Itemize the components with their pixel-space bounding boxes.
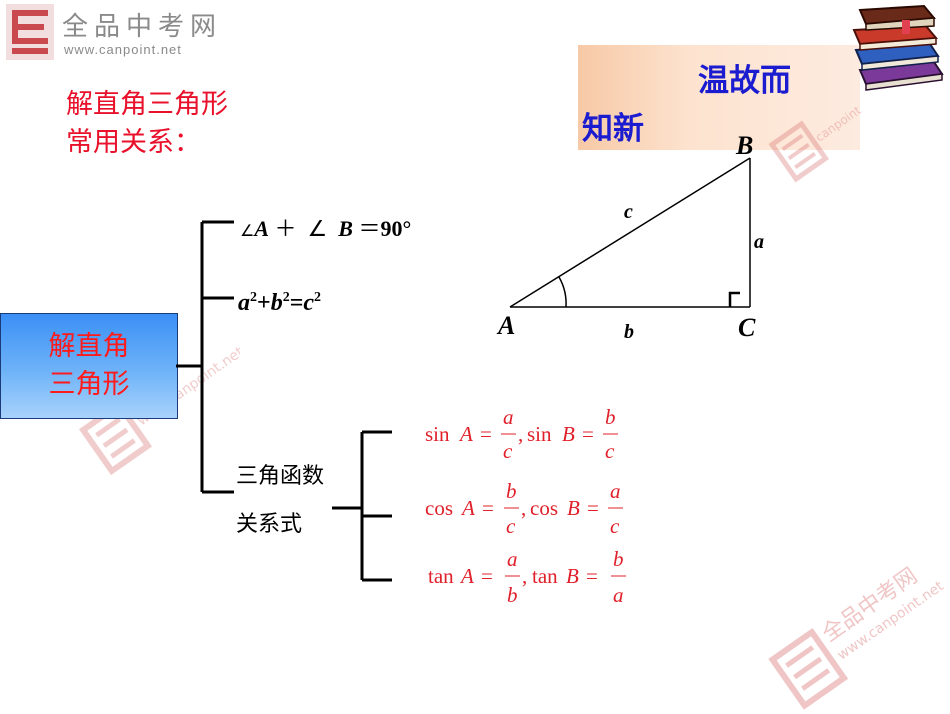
review-banner: 温故而 知新	[578, 45, 860, 150]
watermark: canpoint	[760, 100, 870, 190]
exponent: 2	[314, 290, 322, 305]
exponent: 2	[250, 290, 257, 305]
watermark: 全品中考网 www.canpoint.net	[740, 520, 950, 710]
watermark-seal-icon: 全品中考网 www.canpoint.net	[768, 564, 947, 710]
sin-a-num: a	[503, 405, 514, 429]
angle-sum-formula: ∠A ＋ ∠ B ＝90°	[240, 211, 411, 243]
title-line-2: 常用关系：	[66, 127, 201, 158]
sin-angle-b: B	[562, 422, 575, 446]
equals-sign: =	[482, 496, 494, 520]
vertex-b-label: B	[735, 131, 753, 160]
cos-a-den: c	[506, 514, 516, 538]
tan-angle-a: A	[459, 564, 474, 588]
angle-a: A	[254, 216, 270, 241]
tan-fn-2: tan	[532, 564, 558, 588]
banner-line-2: 知新	[582, 111, 644, 147]
plus-sign: ＋	[274, 216, 297, 241]
page-title: 解直角三角形 常用关系：	[66, 86, 228, 162]
title-line-1: 解直角三角形	[66, 89, 228, 120]
equals-sign: =	[480, 422, 492, 446]
side-b-label: b	[624, 321, 634, 343]
vertex-c-label: C	[738, 313, 756, 342]
sin-angle-a: A	[458, 422, 473, 446]
trig-label-line-2: 关系式	[236, 512, 303, 537]
topic-line-1: 解直角	[48, 331, 130, 362]
pyth-c: c	[303, 290, 315, 316]
side-a-label: a	[754, 231, 764, 253]
sin-b-num: b	[605, 405, 616, 429]
topic-box-text: 解直角 三角形	[1, 328, 177, 404]
trig-formulas: sin A = a c , sin B = b c cos A = b c , …	[425, 405, 626, 607]
cos-angle-a: A	[460, 496, 475, 520]
tan-a-den: b	[507, 583, 518, 607]
pythagoras-formula: a2+b2=c2	[238, 290, 322, 316]
tan-angle-b: B	[566, 564, 579, 588]
angle-icon: ∠	[302, 216, 339, 241]
comma: ,	[518, 422, 523, 446]
angle-icon: ∠	[240, 223, 255, 240]
tan-fn: tan	[428, 564, 454, 588]
watermark-seal-icon: canpoint	[768, 103, 864, 183]
angle-a-arc	[558, 276, 567, 308]
right-triangle-diagram: A B C a b c	[496, 131, 764, 343]
pyth-b: b	[270, 290, 283, 316]
books-icon	[852, 4, 944, 91]
cos-fn: cos	[425, 496, 453, 520]
comma: ,	[521, 496, 526, 520]
logo: 全品中考网 www.canpoint.net	[4, 2, 234, 62]
pyth-a: a	[238, 290, 250, 316]
cos-angle-b: B	[567, 496, 580, 520]
right-angle-mark	[728, 291, 740, 307]
tan-b-num: b	[613, 547, 624, 571]
angle-b: B	[338, 216, 353, 241]
cos-b-num: a	[610, 479, 621, 503]
logo-url: www.canpoint.net	[64, 42, 182, 57]
equals-sign: =	[586, 564, 598, 588]
cos-a-num: b	[506, 479, 517, 503]
topic-line-2: 三角形	[48, 369, 130, 400]
tan-a-num: a	[507, 547, 518, 571]
logo-text: 全品中考网	[62, 12, 223, 42]
vertex-a-label: A	[496, 311, 515, 340]
banner-line-1: 温故而	[698, 63, 791, 99]
equals-sign: =	[481, 564, 493, 588]
equals-sign: =	[587, 496, 599, 520]
tan-b-den: a	[613, 583, 624, 607]
sin-fn: sin	[425, 422, 450, 446]
exponent: 2	[282, 290, 290, 305]
comma: ,	[522, 564, 527, 588]
side-c-line	[509, 157, 751, 308]
sin-fn-2: sin	[527, 422, 552, 446]
side-c-label: c	[624, 201, 633, 223]
equals-sign: ＝	[358, 216, 381, 241]
sin-b-den: c	[605, 439, 615, 463]
logo-seal-icon	[6, 4, 54, 60]
cos-b-den: c	[610, 514, 620, 538]
cos-fn-2: cos	[530, 496, 558, 520]
sin-a-den: c	[503, 439, 513, 463]
trig-label-line-1: 三角函数	[236, 464, 325, 489]
angle-sum-value: 90°	[380, 216, 412, 241]
equals-sign: =	[582, 422, 594, 446]
